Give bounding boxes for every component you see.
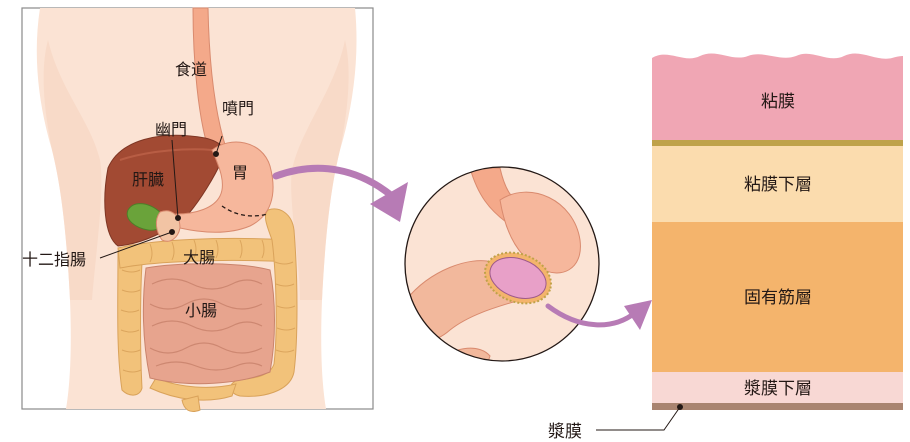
- stomach-wall-layers: 粘膜 粘膜下層 固有筋層 漿膜下層 漿膜: [548, 53, 903, 442]
- digestive-system-panel: 食道 噴門 幽門 肝臓 胃 十二指腸 大腸 小腸: [22, 8, 373, 412]
- layer-serosa: [652, 403, 903, 410]
- label-pylorus: 幽門: [155, 120, 187, 139]
- layer-muscularis-mucosae: [652, 140, 903, 146]
- label-duodenum: 十二指腸: [22, 250, 86, 269]
- magnified-stomach-view: [405, 167, 599, 368]
- label-large-intestine: 大腸: [183, 248, 215, 267]
- label-subserosa: 漿膜下層: [744, 379, 812, 399]
- label-muscularis: 固有筋層: [744, 288, 812, 308]
- label-esophagus: 食道: [175, 60, 207, 79]
- label-submucosa: 粘膜下層: [744, 175, 812, 195]
- label-liver: 肝臓: [132, 170, 164, 189]
- label-mucosa: 粘膜: [761, 92, 795, 112]
- label-small-intestine: 小腸: [185, 301, 217, 320]
- label-cardia: 噴門: [222, 99, 254, 118]
- label-stomach: 胃: [232, 163, 248, 182]
- label-serosa: 漿膜: [548, 422, 582, 442]
